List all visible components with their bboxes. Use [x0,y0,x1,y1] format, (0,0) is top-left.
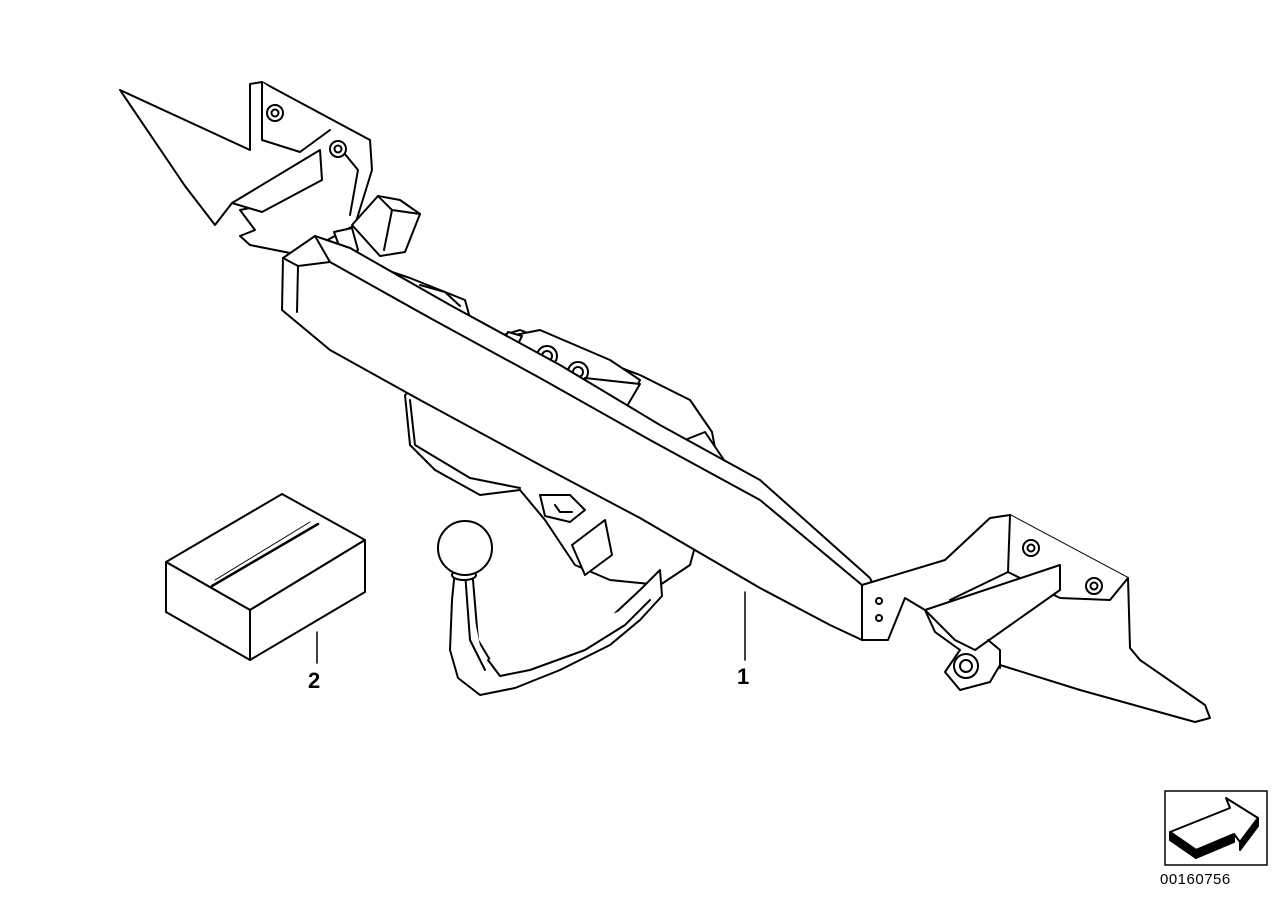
tow-ball [437,520,493,576]
diagram-number: 00160756 [1160,871,1231,888]
right-mounting-bracket [861,514,1211,723]
left-mounting-bracket [119,81,373,256]
parts-kit-box [165,493,366,661]
callout-part-1: 1 [737,664,750,689]
callout-part-2: 2 [308,668,321,693]
cross-member [281,235,881,641]
direction-arrow-icon [1164,790,1268,866]
tow-ball-neck [449,567,663,696]
